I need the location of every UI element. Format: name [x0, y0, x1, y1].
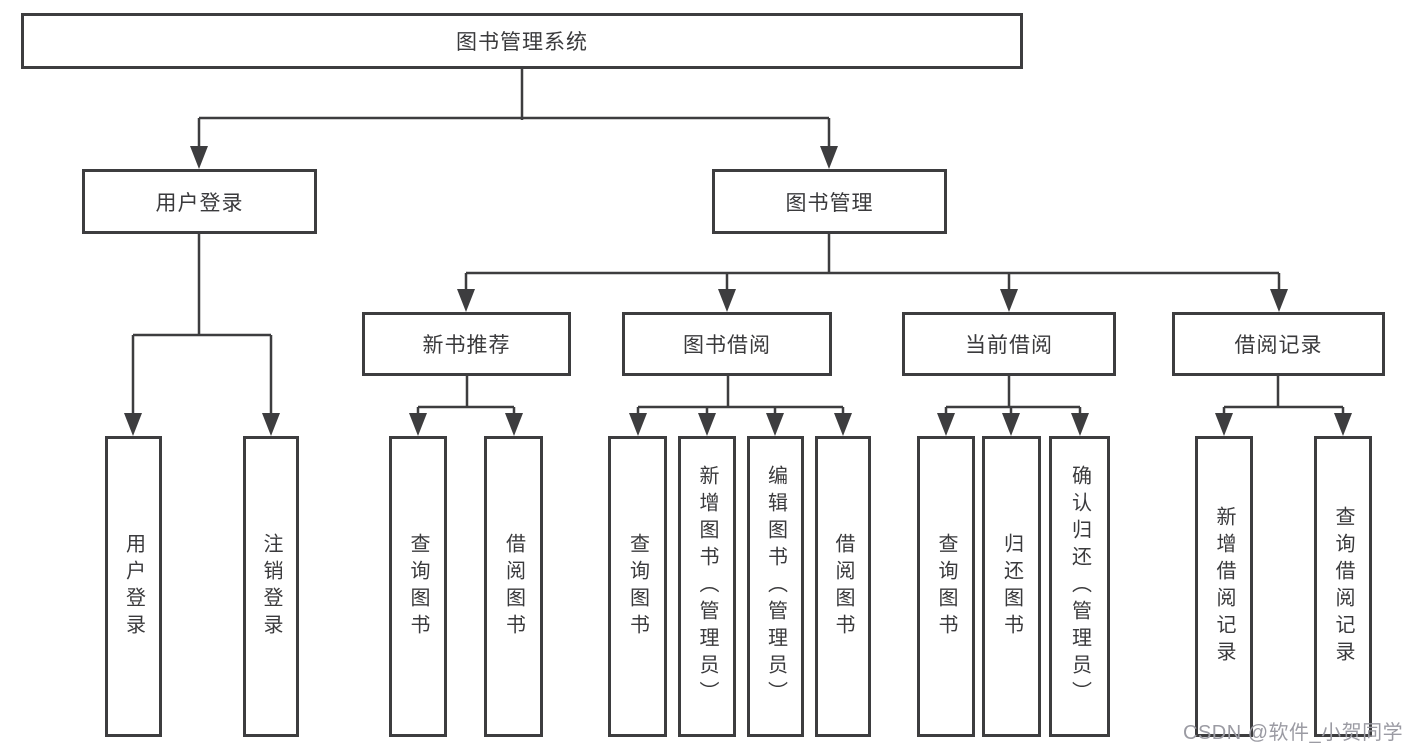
node-book-management: 图书管理 [712, 169, 947, 234]
leaf-label: 新增图书（管理员） [696, 465, 718, 708]
leaf-label: 查询图书 [935, 532, 957, 641]
node-label: 图书管理系统 [456, 31, 588, 54]
node-label: 当前借阅 [965, 334, 1053, 357]
leaf-add-book-admin: 新增图书（管理员） [678, 436, 736, 737]
node-user-login: 用户登录 [82, 169, 317, 234]
node-label: 新书推荐 [422, 334, 511, 357]
leaf-add-borrow-record: 新增借阅记录 [1195, 436, 1253, 737]
leaf-query-books-recommend: 查询图书 [389, 436, 447, 737]
leaf-label: 查询图书 [626, 532, 649, 641]
leaf-label: 新增借阅记录 [1213, 505, 1235, 668]
node-library-system: 图书管理系统 [21, 13, 1023, 69]
leaf-label: 借阅图书 [502, 532, 525, 641]
leaf-borrow-books: 借阅图书 [815, 436, 871, 737]
node-label: 用户登录 [155, 191, 244, 215]
leaf-label: 确认归还（管理员） [1068, 465, 1091, 708]
node-new-book-recommend: 新书推荐 [362, 312, 571, 376]
leaf-label: 查询借阅记录 [1332, 505, 1354, 668]
leaf-label: 注销登录 [260, 532, 282, 641]
leaf-label: 借阅图书 [832, 532, 854, 641]
node-borrowing-records: 借阅记录 [1172, 312, 1385, 376]
leaf-edit-book-admin: 编辑图书（管理员） [747, 436, 804, 737]
leaf-query-borrow-record: 查询借阅记录 [1314, 436, 1372, 737]
node-book-borrowing: 图书借阅 [622, 312, 832, 376]
leaf-return-book: 归还图书 [982, 436, 1041, 737]
leaf-query-books-borrowing: 查询图书 [608, 436, 667, 737]
leaf-confirm-return-admin: 确认归还（管理员） [1049, 436, 1110, 737]
watermark: CSDN @软件_小贺同学 [1183, 722, 1404, 744]
node-label: 图书管理 [785, 191, 874, 215]
leaf-logout: 注销登录 [243, 436, 299, 737]
leaf-query-books-current: 查询图书 [917, 436, 975, 737]
node-label: 借阅记录 [1234, 334, 1323, 357]
node-label: 图书借阅 [683, 334, 771, 357]
leaf-label: 编辑图书（管理员） [764, 465, 787, 708]
leaf-user-login: 用户登录 [105, 436, 162, 737]
node-current-borrowing: 当前借阅 [902, 312, 1116, 376]
leaf-borrow-books-recommend: 借阅图书 [484, 436, 543, 737]
leaf-label: 查询图书 [407, 532, 429, 641]
leaf-label: 归还图书 [1000, 532, 1023, 641]
leaf-label: 用户登录 [122, 532, 145, 641]
